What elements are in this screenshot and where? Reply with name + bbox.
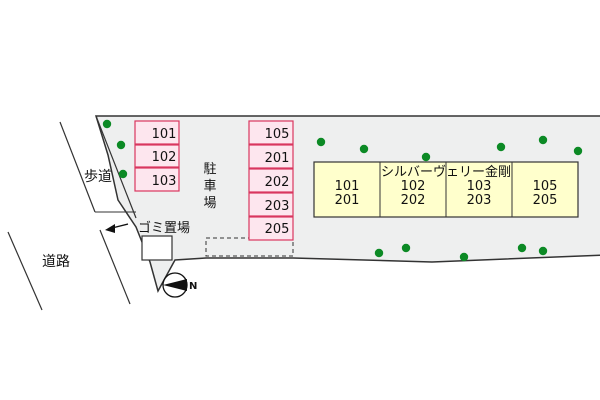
- unit-bottom: 202: [401, 193, 426, 208]
- compass-north-label: N: [189, 281, 197, 292]
- entrance-arrow-head: [105, 224, 115, 233]
- unit-bottom: 205: [533, 193, 558, 208]
- tree-icon: [538, 246, 548, 256]
- tree-icon: [459, 252, 469, 262]
- parking-slot: [248, 192, 294, 217]
- parking-slot-label: 205: [265, 222, 290, 237]
- tree-icon: [102, 119, 112, 129]
- road-line-left: [7, 231, 43, 311]
- unit-bottom: 201: [335, 193, 360, 208]
- garbage-label: ゴミ置場: [138, 220, 190, 236]
- tree-icon: [118, 169, 128, 179]
- garbage-box: [141, 235, 173, 261]
- tree-icon: [517, 243, 527, 253]
- tree-icon: [316, 137, 326, 147]
- road-label: 道路: [42, 254, 70, 270]
- tree-icon: [374, 248, 384, 258]
- parking-left: 101 102 103: [134, 120, 180, 192]
- parking-slot: [248, 216, 294, 241]
- unit-top: 105: [533, 179, 558, 194]
- compass-icon: N: [162, 272, 197, 298]
- unit-bottom: 203: [467, 193, 492, 208]
- building-name: シルバーヴェリー金剛: [381, 164, 511, 180]
- tree-icon: [401, 243, 411, 253]
- parking-label-3: 場: [203, 196, 216, 211]
- parking-slot: [134, 144, 180, 168]
- parking-slot-label: 103: [152, 174, 177, 189]
- parking-slot-label: 201: [265, 151, 290, 166]
- sidewalk-label: 歩道: [84, 169, 112, 185]
- tree-icon: [538, 135, 548, 145]
- tree-icon: [421, 152, 431, 162]
- unit-top: 102: [401, 179, 426, 194]
- sidewalk-line-outer: [59, 121, 96, 213]
- tree-icon: [496, 142, 506, 152]
- parking-slot-label: 102: [152, 150, 177, 165]
- parking-slot: [248, 168, 294, 193]
- parking-slot-label: 101: [152, 127, 177, 142]
- road-line-right: [99, 229, 131, 305]
- tree-icon: [573, 146, 583, 156]
- parking-slot: [134, 167, 180, 192]
- parking-right: 105 201 202 203 205: [248, 120, 294, 241]
- trees: [102, 119, 583, 262]
- parking-slot: [248, 120, 294, 145]
- parking-slot-label: 105: [265, 127, 290, 142]
- parking-slot-label: 203: [265, 199, 290, 214]
- parking-slot-label: 202: [265, 175, 290, 190]
- unit-top: 103: [467, 179, 492, 194]
- parking-slot: [134, 120, 180, 145]
- building: シルバーヴェリー金剛 101 201 102 202 103 203 105 2…: [313, 161, 579, 218]
- unit-top: 101: [335, 179, 360, 194]
- tree-icon: [359, 144, 369, 154]
- parking-label-1: 駐: [203, 162, 216, 177]
- parking-label-2: 車: [203, 179, 216, 194]
- parking-slot: [248, 144, 294, 169]
- tree-icon: [116, 140, 126, 150]
- sidewalk-line-inner: [95, 115, 137, 219]
